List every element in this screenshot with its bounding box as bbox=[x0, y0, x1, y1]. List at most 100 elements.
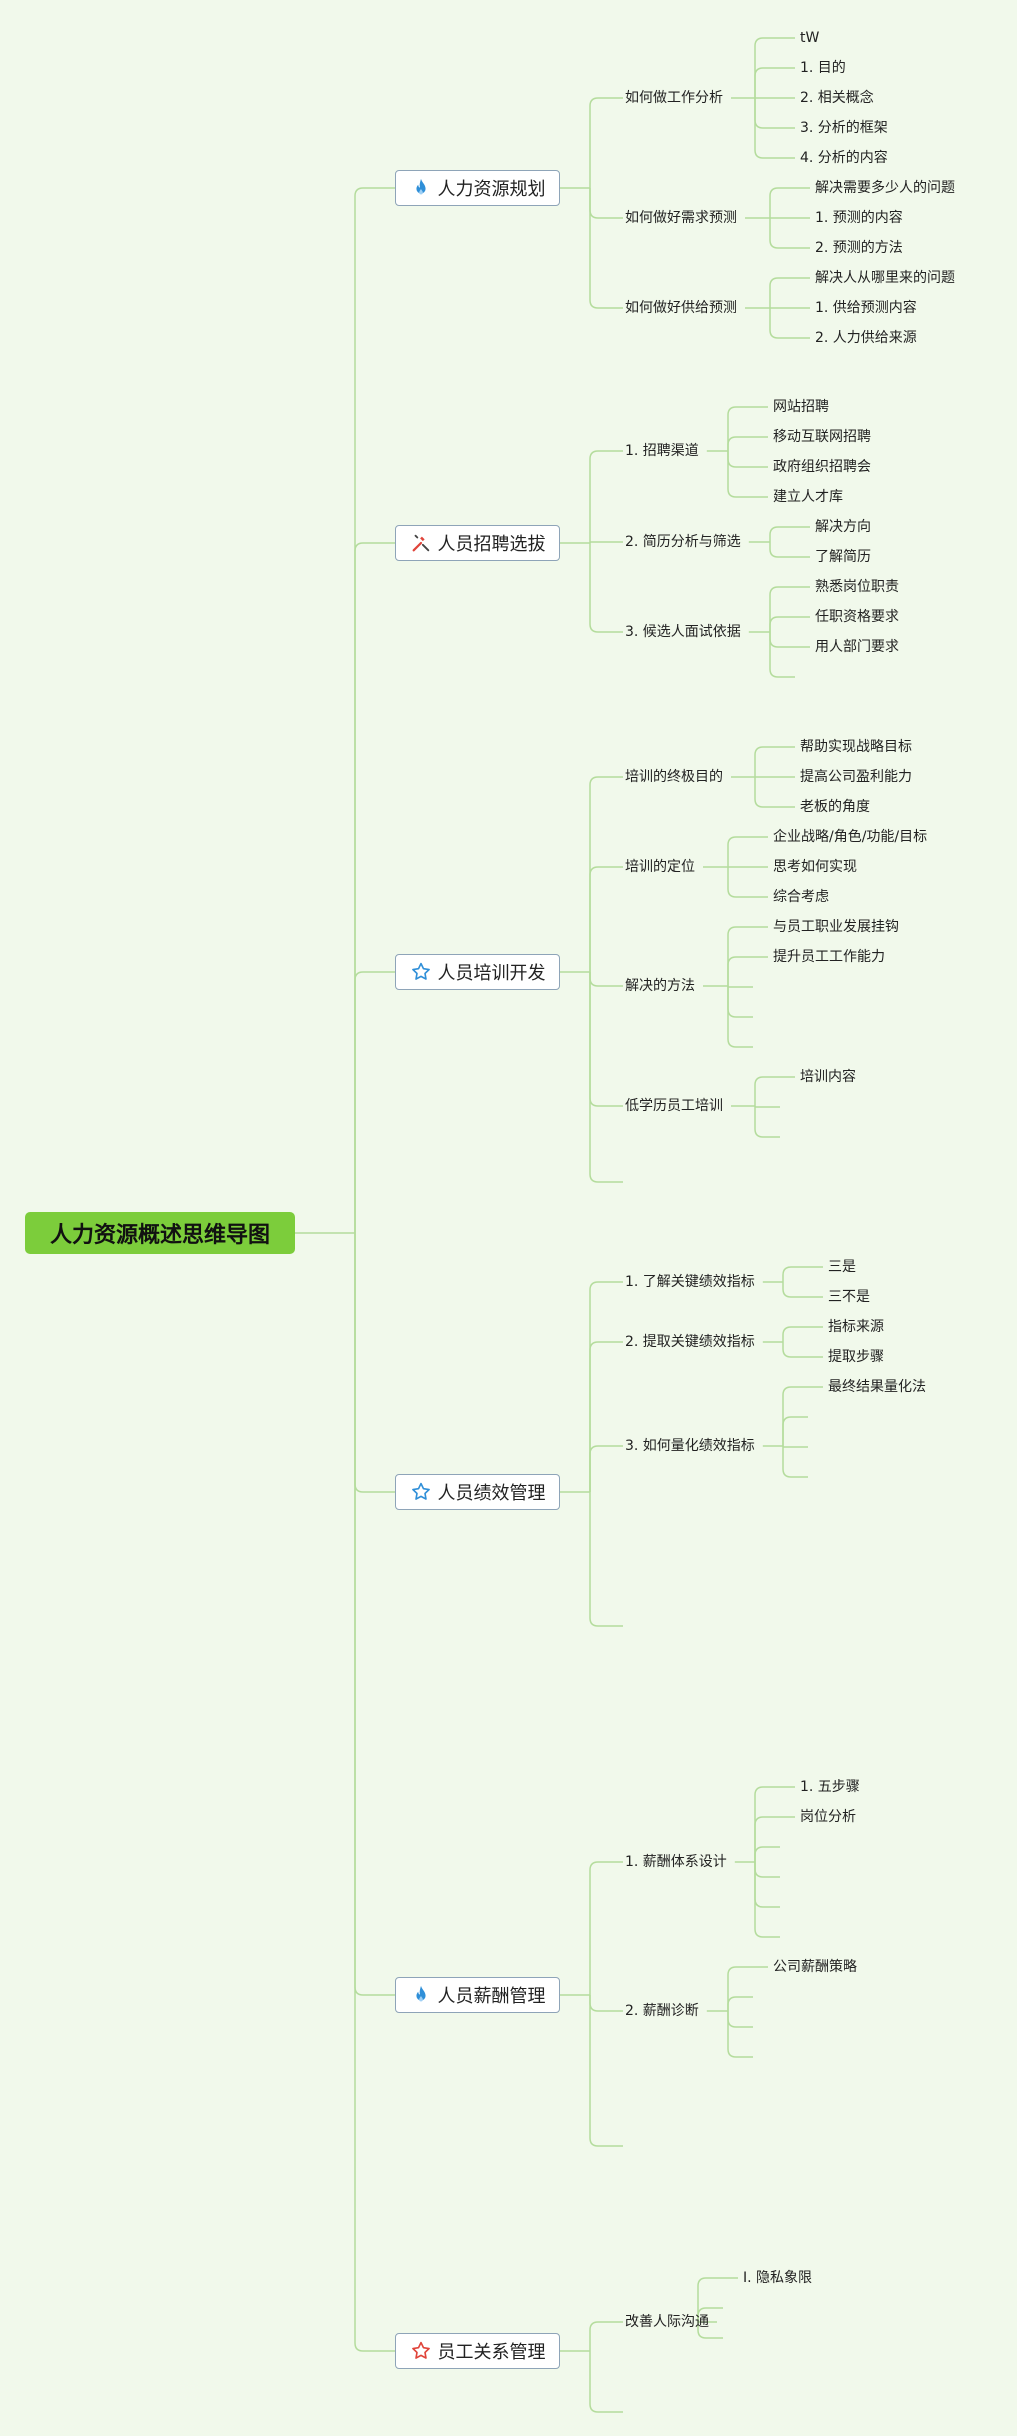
edge-sub-leaf bbox=[727, 926, 768, 986]
sub-node[interactable]: 改善人际沟通 bbox=[625, 2314, 709, 2330]
edge-sub-leaf bbox=[727, 986, 753, 1018]
edge-sub-leaf bbox=[697, 2307, 723, 2322]
leaf-node[interactable]: 解决需要多少人的问题 bbox=[815, 180, 955, 196]
leaf-node[interactable]: tW bbox=[800, 30, 820, 46]
leaf-node[interactable]: 政府组织招聘会 bbox=[773, 459, 871, 475]
sub-node[interactable]: 培训的定位 bbox=[625, 859, 695, 875]
leaf-node[interactable]: 提升员工工作能力 bbox=[773, 949, 885, 965]
leaf-node[interactable]: 培训内容 bbox=[800, 1069, 856, 1085]
edge-root-branch bbox=[354, 1233, 395, 1996]
leaf-node[interactable]: 指标来源 bbox=[828, 1319, 884, 1335]
edge-sub-leaf bbox=[782, 1446, 808, 1478]
edge-root-branch bbox=[354, 1233, 395, 2352]
leaf-node[interactable]: 老板的角度 bbox=[800, 799, 870, 815]
sub-node[interactable]: 培训的终极目的 bbox=[625, 769, 723, 785]
leaf-node[interactable]: 解决方向 bbox=[815, 519, 871, 535]
leaf-node[interactable]: 了解简历 bbox=[815, 549, 871, 565]
sub-node[interactable]: 2. 提取关键绩效指标 bbox=[625, 1334, 755, 1350]
leaf-node[interactable]: 与员工职业发展挂钩 bbox=[773, 919, 899, 935]
edge-sub-leaf bbox=[727, 985, 753, 988]
edge-sub-leaf bbox=[754, 1816, 795, 1862]
leaf-node[interactable]: 3. 分析的框架 bbox=[800, 120, 888, 136]
leaf-node[interactable]: 2. 人力供给来源 bbox=[815, 330, 917, 346]
edge-sub-leaf bbox=[769, 586, 810, 632]
leaf-node[interactable]: 提取步骤 bbox=[828, 1349, 884, 1365]
sub-node[interactable]: 如何做好需求预测 bbox=[625, 210, 737, 226]
sub-node[interactable]: 3. 候选人面试依据 bbox=[625, 624, 741, 640]
leaf-node[interactable]: 2. 相关概念 bbox=[800, 90, 874, 106]
sub-node[interactable]: 1. 了解关键绩效指标 bbox=[625, 1274, 755, 1290]
edge-sub-leaf bbox=[697, 2277, 738, 2322]
leaf-node[interactable]: 岗位分析 bbox=[800, 1809, 856, 1825]
branch-node[interactable]: 人力资源规划 bbox=[395, 170, 560, 206]
sub-node[interactable]: 2. 薪酬诊断 bbox=[625, 2003, 699, 2019]
edge-sub-leaf bbox=[727, 451, 768, 468]
sub-node[interactable]: 2. 简历分析与筛选 bbox=[625, 534, 741, 550]
leaf-node[interactable]: 移动互联网招聘 bbox=[773, 429, 871, 445]
leaf-node[interactable]: 4. 分析的内容 bbox=[800, 150, 888, 166]
edge-sub-leaf bbox=[754, 1076, 795, 1106]
leaf-node[interactable]: 建立人才库 bbox=[773, 489, 843, 505]
leaf-node[interactable]: 任职资格要求 bbox=[815, 609, 899, 625]
edge-branch-sub bbox=[589, 1445, 623, 1492]
edge-branch-sub bbox=[589, 972, 623, 1183]
leaf-node[interactable]: 1. 目的 bbox=[800, 60, 846, 76]
leaf-node[interactable]: 最终结果量化法 bbox=[828, 1379, 926, 1395]
edge-sub-leaf bbox=[782, 1266, 823, 1282]
root-node[interactable]: 人力资源概述思维导图 bbox=[25, 1212, 295, 1254]
edge-sub-leaf bbox=[782, 1342, 823, 1358]
edge-branch-sub bbox=[589, 1861, 623, 1995]
leaf-node[interactable]: 2. 预测的方法 bbox=[815, 240, 903, 256]
branch-node[interactable]: 员工关系管理 bbox=[395, 2333, 560, 2369]
edge-branch-sub bbox=[589, 1995, 623, 2012]
sub-node[interactable]: 1. 薪酬体系设计 bbox=[625, 1854, 727, 1870]
edge-sub-leaf bbox=[727, 436, 768, 451]
sub-node[interactable]: 解决的方法 bbox=[625, 978, 695, 994]
edge-branch-sub bbox=[589, 541, 623, 544]
branch-node[interactable]: 人员招聘选拔 bbox=[395, 525, 560, 561]
edge-sub-leaf bbox=[727, 2011, 753, 2058]
leaf-node[interactable]: I. 隐私象限 bbox=[743, 2270, 813, 2286]
leaf-node[interactable]: 1. 供给预测内容 bbox=[815, 300, 917, 316]
fire-icon bbox=[410, 1984, 432, 2006]
sub-node[interactable]: 如何做好供给预测 bbox=[625, 300, 737, 316]
leaf-node[interactable]: 解决人从哪里来的问题 bbox=[815, 270, 955, 286]
leaf-node[interactable]: 公司薪酬策略 bbox=[773, 1959, 857, 1975]
leaf-node[interactable]: 三是 bbox=[828, 1259, 856, 1275]
leaf-node[interactable]: 帮助实现战略目标 bbox=[800, 739, 912, 755]
edge-branch-sub bbox=[589, 972, 623, 987]
sub-node[interactable]: 如何做工作分析 bbox=[625, 90, 723, 106]
edge-sub-leaf bbox=[754, 1862, 780, 1878]
edge-sub-leaf bbox=[769, 308, 810, 339]
sub-node[interactable]: 3. 如何量化绩效指标 bbox=[625, 1438, 755, 1454]
edge-branch-sub bbox=[589, 1995, 623, 2147]
leaf-node[interactable]: 思考如何实现 bbox=[773, 859, 857, 875]
branch-node[interactable]: 人员薪酬管理 bbox=[395, 1977, 560, 2013]
edge-branch-sub bbox=[589, 188, 623, 309]
leaf-node[interactable]: 综合考虑 bbox=[773, 889, 829, 905]
edge-sub-leaf bbox=[769, 542, 810, 558]
star-outline-icon bbox=[410, 961, 432, 983]
edge-sub-leaf bbox=[727, 451, 768, 498]
branch-node[interactable]: 人员培训开发 bbox=[395, 954, 560, 990]
leaf-node[interactable]: 提高公司盈利能力 bbox=[800, 769, 912, 785]
edge-sub-leaf bbox=[754, 746, 795, 777]
edge-sub-leaf bbox=[754, 777, 795, 808]
leaf-node[interactable]: 1. 五步骤 bbox=[800, 1779, 860, 1795]
leaf-node[interactable]: 三不是 bbox=[828, 1289, 870, 1305]
branch-node[interactable]: 人员绩效管理 bbox=[395, 1474, 560, 1510]
edge-sub-leaf bbox=[754, 98, 795, 159]
leaf-node[interactable]: 网站招聘 bbox=[773, 399, 829, 415]
edge-branch-sub bbox=[589, 2321, 623, 2351]
edge-sub-leaf bbox=[727, 986, 753, 1048]
leaf-node[interactable]: 企业战略/角色/功能/目标 bbox=[773, 829, 928, 845]
sub-node[interactable]: 1. 招聘渠道 bbox=[625, 443, 699, 459]
edge-sub-leaf bbox=[754, 1862, 780, 1908]
leaf-node[interactable]: 用人部门要求 bbox=[815, 639, 899, 655]
leaf-node[interactable]: 熟悉岗位职责 bbox=[815, 579, 899, 595]
edge-sub-leaf bbox=[727, 1966, 768, 2011]
sub-node[interactable]: 低学历员工培训 bbox=[625, 1098, 723, 1114]
leaf-node[interactable]: 1. 预测的内容 bbox=[815, 210, 903, 226]
edge-sub-leaf bbox=[727, 956, 768, 986]
edge-root-branch bbox=[354, 971, 395, 1233]
